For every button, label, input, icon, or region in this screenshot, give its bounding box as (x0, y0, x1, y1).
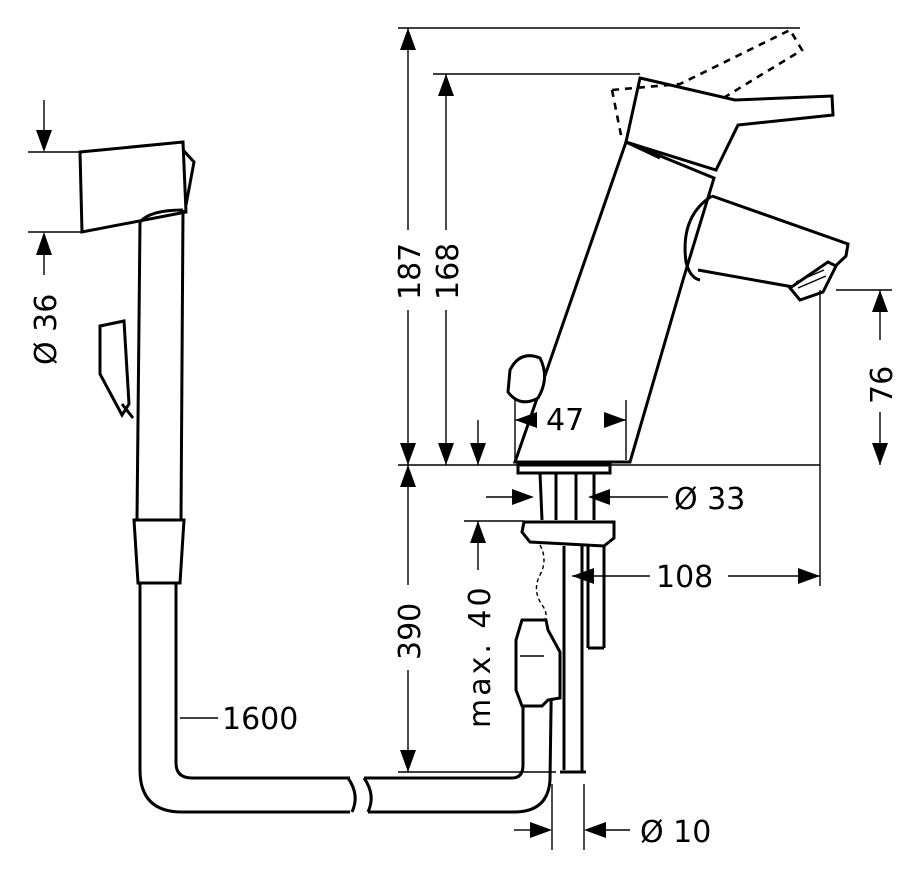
dim-label-max-40: max. 40 (463, 584, 498, 728)
dim-label-d36: Ø 36 (29, 294, 64, 365)
dim-label-d33: Ø 33 (674, 482, 745, 517)
hose-line (346, 639, 554, 814)
dim-label-1600: 1600 (222, 702, 298, 737)
dim-label-d10: Ø 10 (640, 815, 711, 850)
hand-shower (78, 140, 350, 814)
dim-label-47: 47 (546, 403, 584, 438)
faucet-body (506, 28, 850, 475)
dim-label-390: 390 (393, 603, 428, 660)
dim-label-108: 108 (656, 560, 713, 595)
dimension-lines (28, 27, 892, 850)
dimension-labels: Ø 36 187 168 47 76 Ø 33 108 390 max. 40 … (29, 243, 900, 850)
under-counter-assembly (514, 472, 616, 774)
dim-label-168: 168 (431, 243, 466, 300)
dim-label-76: 76 (865, 366, 900, 404)
dim-label-187: 187 (393, 243, 428, 300)
